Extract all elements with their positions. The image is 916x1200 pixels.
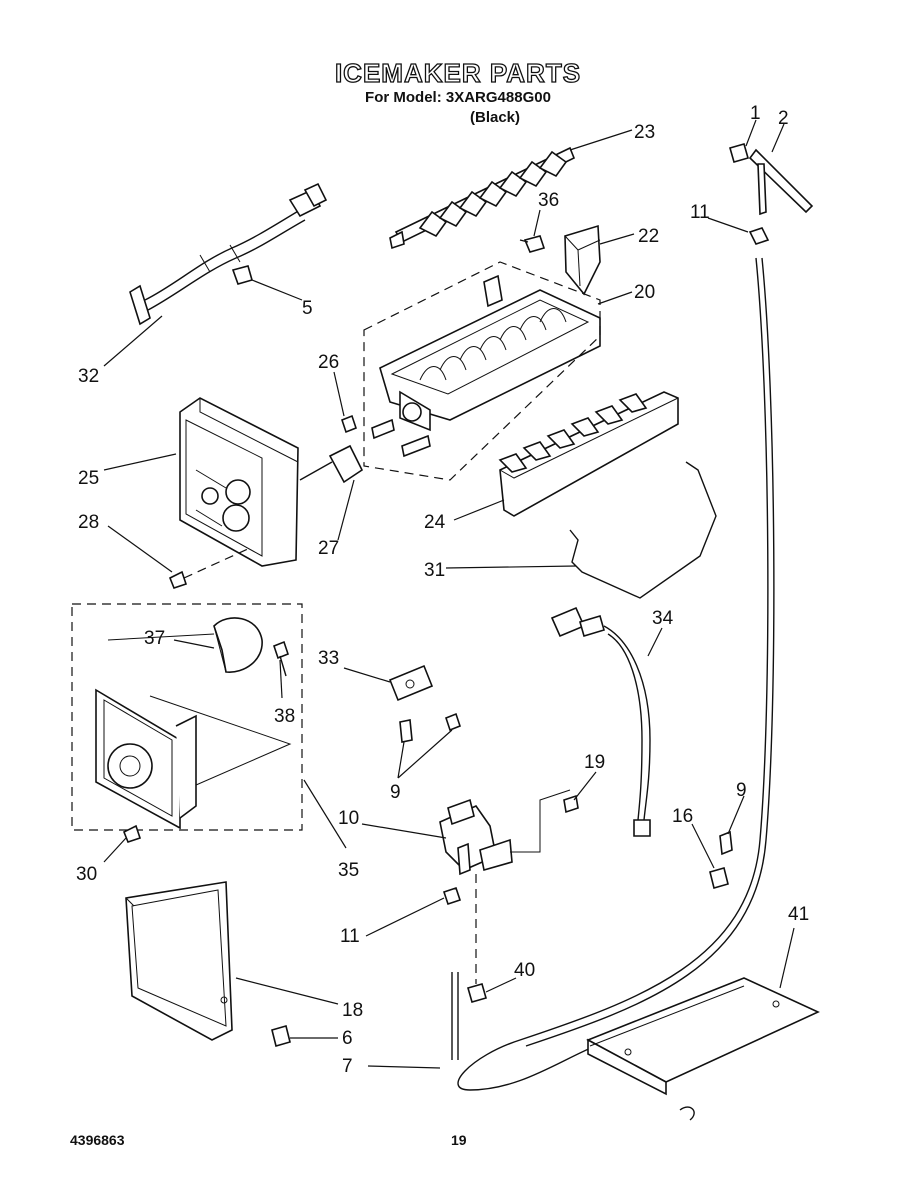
fill-tube-fitting xyxy=(729,143,814,216)
callout-41: 41 xyxy=(788,904,809,925)
ejector-blade-assembly xyxy=(389,146,576,250)
callout-26: 26 xyxy=(318,352,339,373)
water-supply-tube xyxy=(451,257,775,1091)
callout-38: 38 xyxy=(274,706,295,727)
screw-9a xyxy=(399,712,461,743)
fill-cup xyxy=(564,224,601,296)
callout-20: 20 xyxy=(634,282,655,303)
callout-33: 33 xyxy=(318,648,339,669)
callout-31: 31 xyxy=(424,560,445,581)
callout-leaders xyxy=(103,119,795,1069)
callout-11-top: 11 xyxy=(690,202,710,223)
diagram-title: ICEMAKER PARTS xyxy=(334,57,582,88)
callout-22: 22 xyxy=(638,226,659,247)
motor-37 xyxy=(213,617,263,673)
callout-2: 2 xyxy=(778,108,789,129)
callout-7: 7 xyxy=(342,1056,353,1077)
screw-9b xyxy=(719,830,733,856)
callout-35: 35 xyxy=(338,860,359,881)
shaft-clip-26 xyxy=(341,414,357,434)
tube-clamp-16 xyxy=(709,867,729,889)
callout-9-clamp: 9 xyxy=(736,780,747,801)
mounting-plate-41 xyxy=(586,977,820,1121)
callout-11-bottom: 11 xyxy=(340,926,360,947)
ice-mold xyxy=(371,274,601,458)
shutoff-arm xyxy=(569,461,717,599)
plug-6 xyxy=(271,1025,291,1047)
valve-bracket-33 xyxy=(388,664,434,702)
page-number: 19 xyxy=(451,1132,467,1148)
callout-37: 37 xyxy=(144,628,165,649)
callout-5: 5 xyxy=(302,298,313,319)
callout-1: 1 xyxy=(750,103,761,124)
screw-28 xyxy=(168,547,251,589)
screw-30 xyxy=(122,824,142,843)
motor-shaft-27 xyxy=(299,444,364,484)
callout-19: 19 xyxy=(584,752,605,773)
nut-11-bottom xyxy=(442,886,462,906)
screw-36 xyxy=(519,235,546,253)
callout-24: 24 xyxy=(424,512,446,533)
nut-11-top xyxy=(748,227,770,245)
callout-30: 30 xyxy=(76,864,97,885)
callout-16: 16 xyxy=(672,806,693,827)
nut-40 xyxy=(467,874,487,1003)
callout-28: 28 xyxy=(78,512,99,533)
ice-stripper xyxy=(498,391,679,517)
screw-38 xyxy=(273,640,289,677)
icemaker-cover-18 xyxy=(125,881,233,1041)
model-subtitle: For Model: 3XARG488G00 xyxy=(365,89,551,106)
callout-18: 18 xyxy=(342,1000,363,1021)
control-module-35 xyxy=(95,688,197,830)
callout-27: 27 xyxy=(318,538,339,559)
callout-9-bracket: 9 xyxy=(390,782,401,803)
harness-clip xyxy=(231,265,253,285)
document-number: 4396863 xyxy=(70,1132,125,1148)
callout-10: 10 xyxy=(338,808,359,829)
callout-23: 23 xyxy=(634,122,655,143)
wire-harness xyxy=(129,182,328,326)
water-valve xyxy=(439,798,513,876)
control-housing xyxy=(179,397,299,567)
callout-34: 34 xyxy=(652,608,674,629)
callout-40: 40 xyxy=(514,960,535,981)
water-inlet-tube xyxy=(550,606,651,837)
color-variant: (Black) xyxy=(470,109,521,126)
callout-numbers: 1 2 23 36 22 11 5 20 32 26 25 28 27 24 3… xyxy=(76,103,809,1077)
callout-25: 25 xyxy=(78,468,99,489)
callout-32: 32 xyxy=(78,366,99,387)
callout-36: 36 xyxy=(538,190,559,211)
callout-6: 6 xyxy=(342,1028,353,1049)
